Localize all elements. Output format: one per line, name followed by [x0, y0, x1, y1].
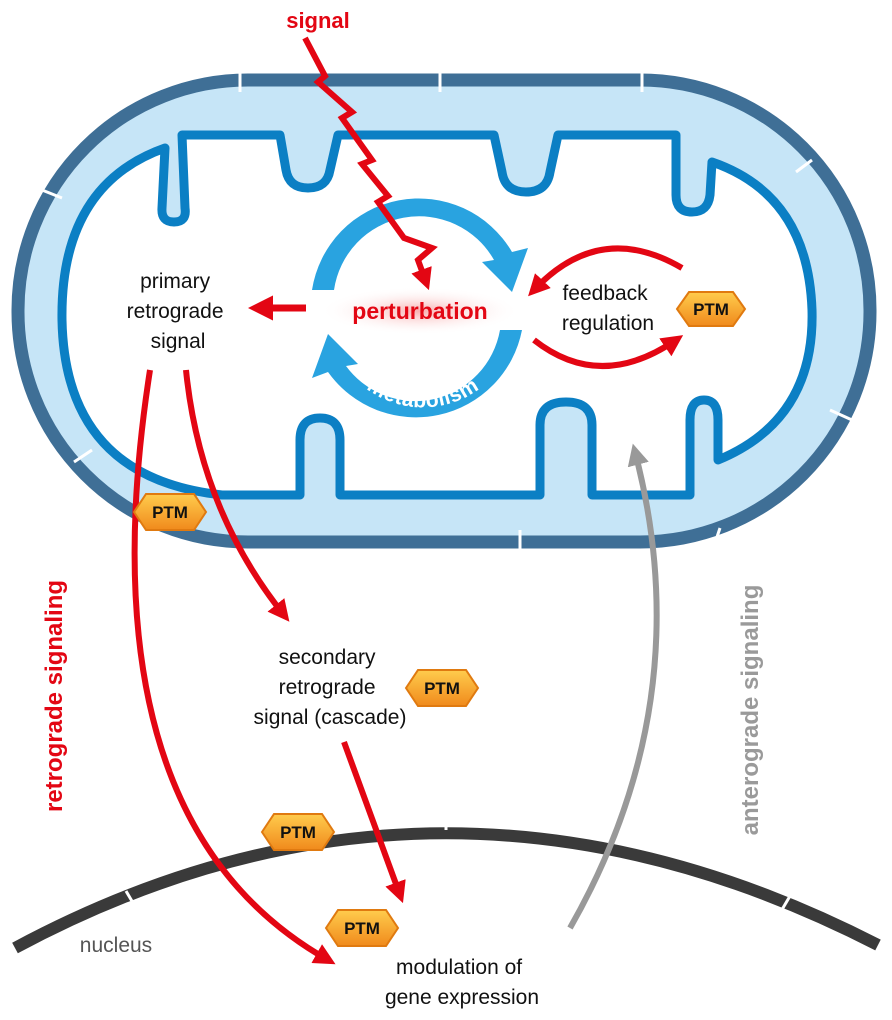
retrograde-signaling-label: retrograde signaling — [41, 580, 68, 812]
svg-text:PTM: PTM — [152, 503, 188, 522]
primary-to-nucleus-arrow — [131, 369, 336, 965]
signal-zigzag-arrow — [302, 36, 438, 291]
perturbation-glow — [320, 287, 520, 335]
signal-label: signal — [286, 8, 350, 33]
cycle-arrow-top — [312, 198, 528, 292]
ptm-badge-outer-membrane: PTM — [132, 493, 208, 531]
svg-text:PTM: PTM — [280, 823, 316, 842]
svg-text:PTM: PTM — [424, 679, 460, 698]
ptm-badge-nucleus: PTM — [324, 909, 400, 947]
gene-expression-label: modulation of gene expression — [385, 956, 539, 1009]
perturbation-label: perturbation — [352, 298, 487, 324]
ptm-badge-feedback: PTM — [675, 291, 747, 327]
anterograde-arrow — [567, 443, 660, 930]
primary-signal-label: primary retrograde signal — [127, 270, 230, 353]
secondary-signal-label: secondary retrograde signal (cascade) — [254, 646, 407, 729]
nuclear-envelope — [12, 808, 881, 954]
svg-text:PTM: PTM — [693, 300, 729, 319]
nucleus-label: nucleus — [80, 934, 152, 957]
anterograde-signaling-label: anterograde signaling — [737, 585, 764, 836]
secondary-to-nucleus-arrow — [341, 740, 406, 904]
feedback-regulation-label: feedback regulation — [562, 282, 654, 335]
svg-text:PTM: PTM — [344, 919, 380, 938]
ptm-badge-nuclear-envelope: PTM — [260, 813, 336, 851]
feedback-arrow-bottom — [532, 335, 684, 369]
primary-to-secondary-arrow — [183, 369, 290, 622]
cycle-arrow-bottom — [312, 330, 522, 418]
ptm-badge-secondary: PTM — [404, 669, 480, 707]
outer-membrane-gaps — [41, 68, 853, 555]
feedback-arrow-top — [528, 245, 684, 297]
